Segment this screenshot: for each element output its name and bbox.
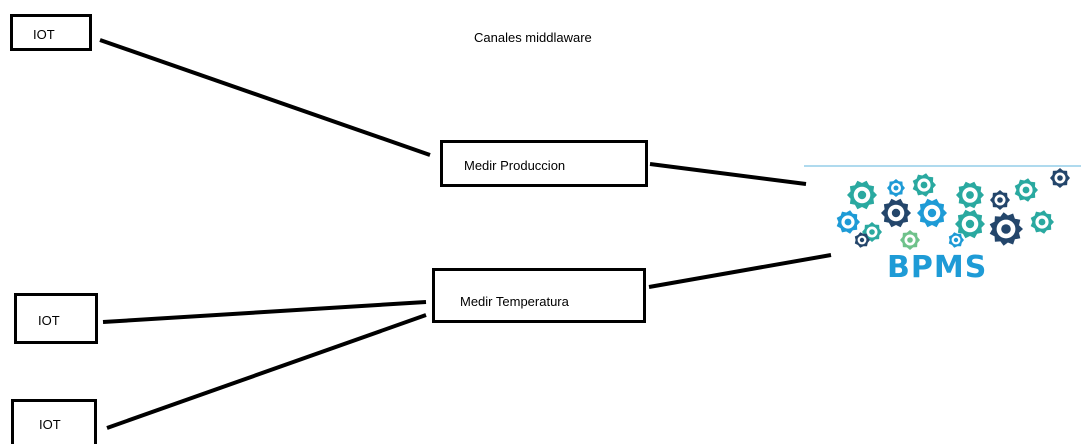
connector-produccion-to-bpms	[649, 162, 807, 186]
medir-temperatura-node: Medir Temperatura	[432, 268, 646, 323]
iot-node-top: IOT	[10, 14, 92, 51]
gear-icon	[900, 230, 920, 250]
gear-icon	[990, 190, 1010, 210]
medir-temperatura-label: Medir Temperatura	[460, 294, 569, 309]
gear-icon	[847, 180, 877, 210]
gear-icon	[881, 198, 911, 228]
medir-produccion-label: Medir Produccion	[464, 158, 566, 173]
connector-iot-mid-to-temperatura	[102, 300, 427, 324]
diagram-title: Canales middlaware	[474, 30, 592, 45]
gear-icon	[1050, 168, 1070, 188]
connector-temperatura-to-bpms	[648, 253, 832, 289]
iot-node-top-label: IOT	[33, 27, 55, 42]
gear-icon	[989, 212, 1023, 246]
gear-icon	[836, 210, 860, 234]
iot-node-bottom-label: IOT	[39, 417, 61, 432]
gear-icon	[1014, 178, 1038, 202]
gear-icon	[956, 181, 984, 209]
medir-produccion-node: Medir Produccion	[440, 140, 648, 187]
gear-icon	[887, 179, 905, 197]
connector-iot-bot-to-temperatura	[106, 313, 427, 430]
bpms-logo-text: BPMS	[887, 250, 988, 285]
gear-icon	[854, 232, 870, 248]
iot-node-middle-label: IOT	[38, 313, 60, 328]
gear-icon	[1030, 210, 1054, 234]
connector-iot-top-to-produccion	[99, 38, 431, 157]
iot-node-middle: IOT	[14, 293, 98, 344]
gear-icon	[948, 232, 964, 248]
gear-icon	[955, 209, 985, 239]
gear-icon	[917, 198, 947, 228]
gear-icon	[912, 173, 936, 197]
iot-node-bottom: IOT	[11, 399, 97, 444]
